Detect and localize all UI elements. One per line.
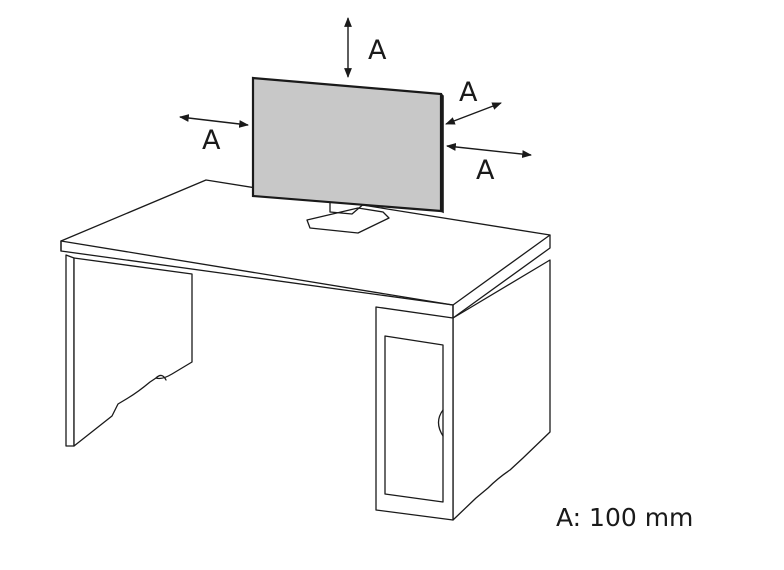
monitor-stand-base [306, 207, 390, 234]
desk [60, 179, 551, 521]
clearance-arrow-left [179, 114, 249, 128]
clearance-label-top: A [368, 35, 387, 66]
monitor-stand-neck [329, 201, 367, 215]
clearance-label-right-upper: A [459, 77, 478, 108]
desk-right-pedestal [375, 259, 551, 521]
clearance-note: A: 100 mm [556, 503, 693, 532]
clearance-arrow-right-lower [446, 143, 532, 158]
clearance-label-left: A [202, 125, 221, 156]
desk-left-leg [65, 254, 193, 447]
clearance-label-right-lower: A [476, 155, 495, 186]
monitor [251, 76, 444, 234]
monitor-screen [251, 76, 443, 213]
clearance-arrow-right-upper [445, 102, 502, 125]
